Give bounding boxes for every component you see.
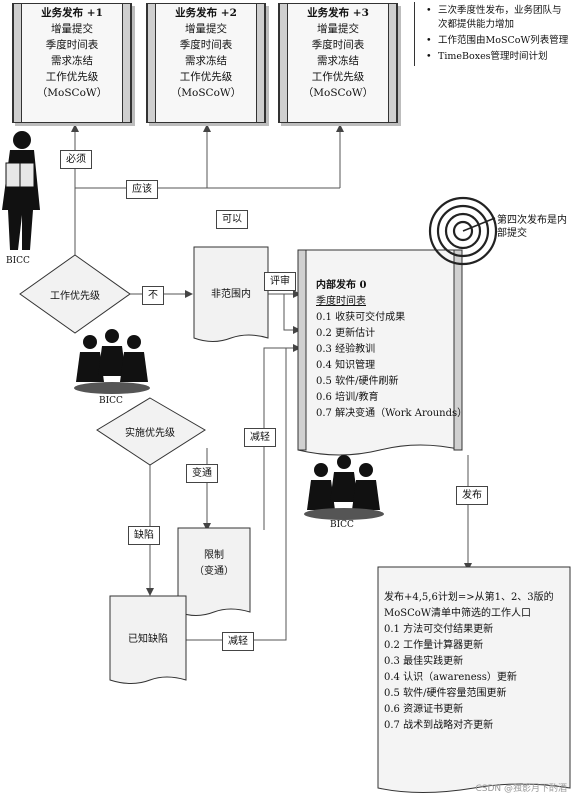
internal-item: 0.4 知识管理 bbox=[316, 360, 376, 371]
bicc-label: BICC bbox=[330, 520, 354, 530]
internal-release: 内部发布 0 季度时间表 0.1 收获可交付成果 0.2 更新估计 0.3 经验… bbox=[316, 278, 468, 422]
release-title: 业务发布 +3 bbox=[307, 7, 369, 19]
release-line: 工作优先级 bbox=[45, 71, 99, 83]
release-box-3: 业务发布 +3 增量提交 季度时间表 需求冻结 工作优先级 （MoSCoW） bbox=[278, 3, 398, 123]
limit-sub-label: （变通） bbox=[194, 566, 234, 577]
plan-item: 0.2 工作量计算器更新 bbox=[384, 640, 484, 651]
label-reduce-1: 减轻 bbox=[244, 428, 276, 447]
release-plan: 发布+4,5,6计划=>从第1、2、3版的 MoSCoW清单中筛选的工作人口 0… bbox=[384, 590, 566, 734]
fourth-release-note: 第四次发布是内部提交 bbox=[497, 215, 567, 239]
internal-title: 内部发布 0 bbox=[316, 280, 367, 291]
target-icon bbox=[428, 196, 498, 266]
watermark: CSDN @独影月下酌酒 bbox=[475, 784, 567, 794]
work-priority-label: 工作优先级 bbox=[50, 291, 100, 302]
release-line: 需求冻结 bbox=[185, 55, 227, 67]
release-box-1: 业务发布 +1 增量提交 季度时间表 需求冻结 工作优先级 （MoSCoW） bbox=[12, 3, 132, 123]
label-should: 应该 bbox=[126, 180, 158, 199]
plan-intro: MoSCoW清单中筛选的工作人口 bbox=[384, 608, 532, 619]
known-defects-label: 已知缺陷 bbox=[128, 634, 168, 645]
release-line: 增量提交 bbox=[185, 23, 227, 35]
internal-item: 0.1 收获可交付成果 bbox=[316, 312, 406, 323]
bicc-label: BICC bbox=[6, 256, 30, 266]
plan-item: 0.4 认识（awareness）更新 bbox=[384, 672, 517, 683]
internal-item: 0.6 培训/教育 bbox=[316, 392, 379, 403]
bicc-label: BICC bbox=[99, 396, 123, 406]
limit-label: 限制 bbox=[204, 550, 224, 561]
impl-priority-label: 实施优先级 bbox=[125, 428, 175, 439]
release-line: 需求冻结 bbox=[317, 55, 359, 67]
release-line: （MoSCoW） bbox=[302, 87, 374, 99]
release-line: 增量提交 bbox=[51, 23, 93, 35]
release-line: （MoSCoW） bbox=[36, 87, 108, 99]
note-item: 工作范围由MoSCoW列表管理 bbox=[426, 34, 570, 48]
internal-item: 0.3 经验教训 bbox=[316, 344, 376, 355]
notes-list: 三次季度性发布，业务团队与次都提供能力增加 工作范围由MoSCoW列表管理 Ti… bbox=[420, 4, 570, 66]
release-line: 季度时间表 bbox=[45, 39, 99, 51]
courier-person-icon bbox=[2, 131, 40, 250]
out-of-scope-label: 非范围内 bbox=[211, 289, 251, 300]
release-line: 工作优先级 bbox=[311, 71, 365, 83]
plan-item: 0.5 软件/硬件容量范围更新 bbox=[384, 688, 507, 699]
meeting-group-icon bbox=[74, 329, 150, 394]
plan-item: 0.1 方法可交付结果更新 bbox=[384, 624, 494, 635]
plan-item: 0.7 战术到战略对齐更新 bbox=[384, 720, 494, 731]
label-workaround: 变通 bbox=[186, 464, 218, 483]
label-must: 必须 bbox=[60, 150, 92, 169]
release-line: 工作优先级 bbox=[179, 71, 233, 83]
meeting-group-icon bbox=[304, 455, 384, 520]
internal-subtitle: 季度时间表 bbox=[316, 296, 366, 307]
plan-item: 0.3 最佳实践更新 bbox=[384, 656, 464, 667]
note-item: 三次季度性发布，业务团队与次都提供能力增加 bbox=[426, 4, 570, 32]
note-item: TimeBoxes管理时间计划 bbox=[426, 50, 570, 64]
label-release: 发布 bbox=[456, 486, 488, 505]
plan-item: 0.6 资源证书更新 bbox=[384, 704, 464, 715]
release-title: 业务发布 +1 bbox=[41, 7, 103, 19]
label-reduce-2: 减轻 bbox=[222, 632, 254, 651]
plan-intro: 发布+4,5,6计划=>从第1、2、3版的 bbox=[384, 592, 554, 603]
internal-item: 0.5 软件/硬件刷新 bbox=[316, 376, 399, 387]
release-line: （MoSCoW） bbox=[170, 87, 242, 99]
label-could: 可以 bbox=[216, 210, 248, 229]
internal-item: 0.7 解决变通（Work Arounds） bbox=[316, 408, 468, 419]
label-defect: 缺陷 bbox=[128, 526, 160, 545]
release-line: 季度时间表 bbox=[311, 39, 365, 51]
release-line: 增量提交 bbox=[317, 23, 359, 35]
release-line: 季度时间表 bbox=[179, 39, 233, 51]
internal-item: 0.2 更新估计 bbox=[316, 328, 376, 339]
release-line: 需求冻结 bbox=[51, 55, 93, 67]
label-review: 评审 bbox=[264, 272, 296, 291]
release-title: 业务发布 +2 bbox=[175, 7, 237, 19]
label-not: 不 bbox=[142, 286, 164, 305]
release-box-2: 业务发布 +2 增量提交 季度时间表 需求冻结 工作优先级 （MoSCoW） bbox=[146, 3, 266, 123]
notes-divider bbox=[414, 2, 415, 66]
